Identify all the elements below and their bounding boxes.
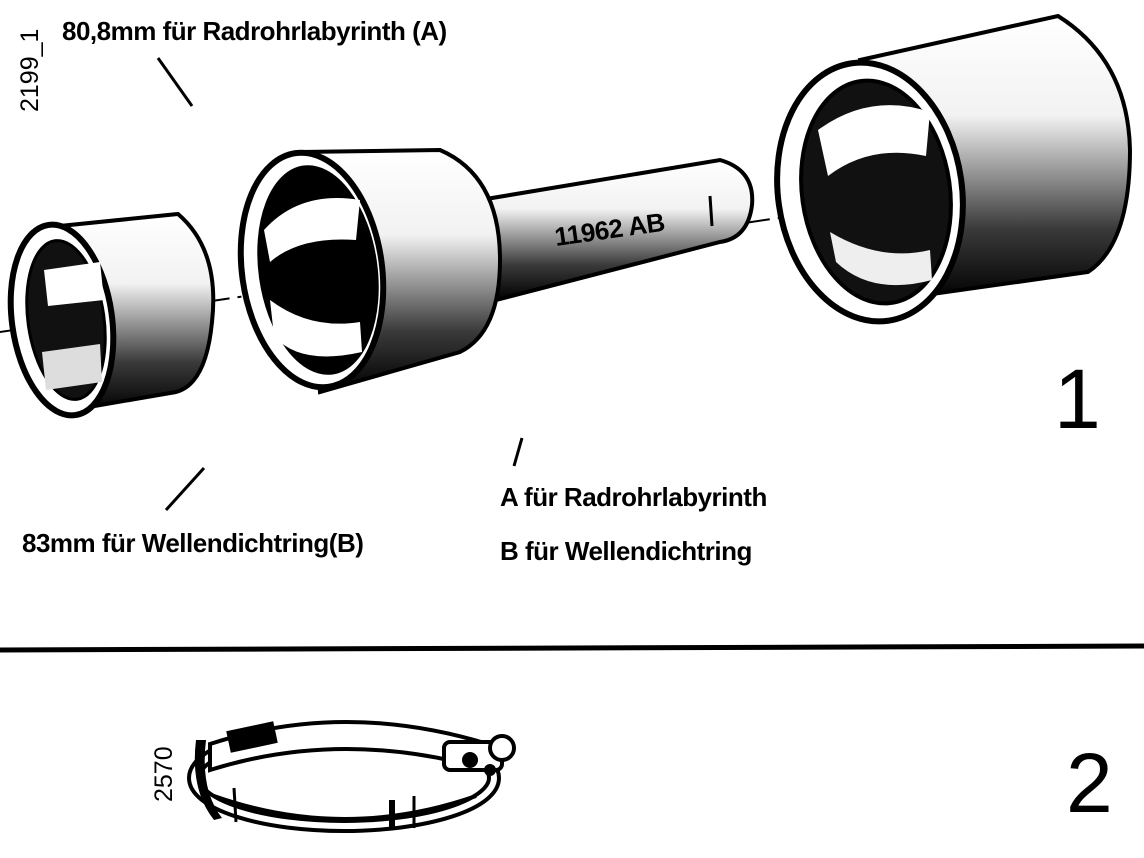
large-ring [774,13,1133,325]
figure-2: 2570 2 [150,720,1113,833]
figure-1-ref-code: 2199_1 [16,29,44,112]
adapter-with-shaft: 11962 AB [237,147,755,395]
figure-separator [0,643,1144,653]
leader-bottom-left [164,466,206,512]
small-sleeve [7,211,216,419]
label-bottom-left: 83mm für Wellendichtring(B) [22,528,363,558]
legend-a: A für Radrohrlabyrinth [500,482,767,512]
figure-1-number: 1 [1054,352,1101,446]
leader-top [156,57,194,107]
legend-b: B für Wellendichtring [500,536,752,566]
figure-1: 2199_1 80,8mm für Radrohrlabyrinth (A) 1… [0,13,1133,566]
leader-bottom-center [512,437,524,467]
label-top: 80,8mm für Radrohrlabyrinth (A) [62,16,447,46]
figure-2-ref-code: 2570 [150,746,178,802]
hose-clamp [187,720,516,833]
figure-2-number: 2 [1066,736,1113,830]
